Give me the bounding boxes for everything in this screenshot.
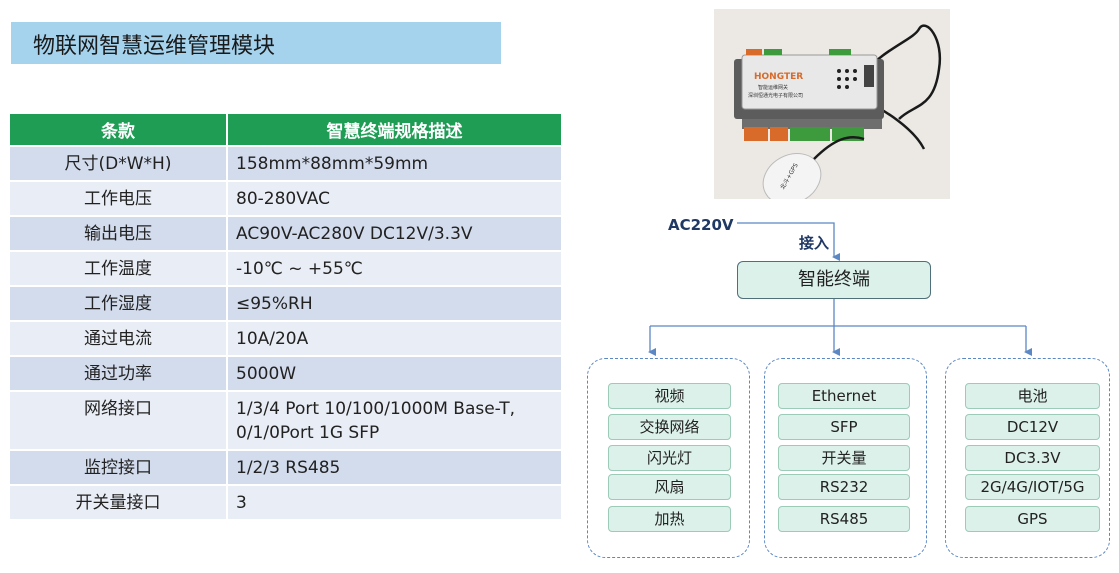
interface-group-1 (587, 358, 750, 558)
table-row: 工作湿度≤95%RH (10, 286, 561, 322)
device-illustration: HONGTER 智能运维网关 深圳恒通光电子有限公司 北斗+GPS (714, 9, 950, 199)
interface-item: RS232 (778, 474, 910, 500)
table-row: 工作温度-10℃ ~ +55℃ (10, 251, 561, 287)
spec-key-cell: 网络接口 (10, 391, 228, 451)
spec-key-cell: 通过功率 (10, 356, 228, 392)
interface-item: 交换网络 (608, 414, 731, 440)
spec-value-cell: 1/2/3 RS485 (227, 450, 561, 486)
device-photo: HONGTER 智能运维网关 深圳恒通光电子有限公司 北斗+GPS (714, 9, 950, 199)
interface-item: 电池 (965, 383, 1100, 409)
interface-item: RS485 (778, 506, 910, 532)
power-input-label: AC220V (668, 216, 734, 234)
page-title: 物联网智慧运维管理模块 (33, 34, 276, 59)
interface-item: 加热 (608, 506, 731, 532)
spec-key-cell: 通过电流 (10, 321, 228, 357)
interface-group-3 (945, 358, 1110, 558)
interface-item: SFP (778, 414, 910, 440)
table-row: 尺寸(D*W*H)158mm*88mm*59mm (10, 146, 561, 182)
spec-value-cell: 158mm*88mm*59mm (227, 146, 561, 182)
interface-item: DC12V (965, 414, 1100, 440)
interface-item: 视频 (608, 383, 731, 409)
spec-value-cell: ≤95%RH (227, 286, 561, 322)
spec-key-cell: 输出电压 (10, 216, 228, 252)
spec-header-description: 智慧终端规格描述 (227, 114, 561, 147)
smart-terminal-box: 智能终端 (737, 261, 931, 299)
spec-value-cell: 5000W (227, 356, 561, 392)
spec-key-cell: 工作电压 (10, 181, 228, 217)
spec-header-clause: 条款 (10, 114, 228, 147)
spec-value-cell: 80-280VAC (227, 181, 561, 217)
interface-item: DC3.3V (965, 445, 1100, 471)
spec-key-cell: 尺寸(D*W*H) (10, 146, 228, 182)
interface-item: Ethernet (778, 383, 910, 409)
spec-value-cell: 3 (227, 485, 561, 521)
spec-key-cell: 工作湿度 (10, 286, 228, 322)
spec-value-cell: 10A/20A (227, 321, 561, 357)
interface-item: 开关量 (778, 445, 910, 471)
interface-group-2 (764, 358, 927, 558)
interface-item: 2G/4G/IOT/5G (965, 474, 1100, 500)
spec-key-cell: 监控接口 (10, 450, 228, 486)
spec-key-cell: 工作温度 (10, 251, 228, 287)
title-banner: 物联网智慧运维管理模块 (11, 22, 501, 64)
spec-table-header-row: 条款 智慧终端规格描述 (10, 114, 561, 147)
interface-item: GPS (965, 506, 1100, 532)
device-brand: HONGTER (754, 72, 803, 82)
spec-key-cell: 开关量接口 (10, 485, 228, 521)
device-subtitle: 智能运维网关 (758, 84, 788, 91)
power-input-arrow (737, 222, 840, 261)
spec-value-cell: AC90V-AC280V DC12V/3.3V (227, 216, 561, 252)
spec-value-cell: 1/3/4 Port 10/100/1000M Base-T, 0/1/0Por… (227, 391, 561, 451)
interface-item: 风扇 (608, 474, 731, 500)
interface-item: 闪光灯 (608, 445, 731, 471)
device-company: 深圳恒通光电子有限公司 (748, 92, 803, 99)
connect-label: 接入 (799, 234, 830, 252)
spec-value-cell: -10℃ ~ +55℃ (227, 251, 561, 287)
